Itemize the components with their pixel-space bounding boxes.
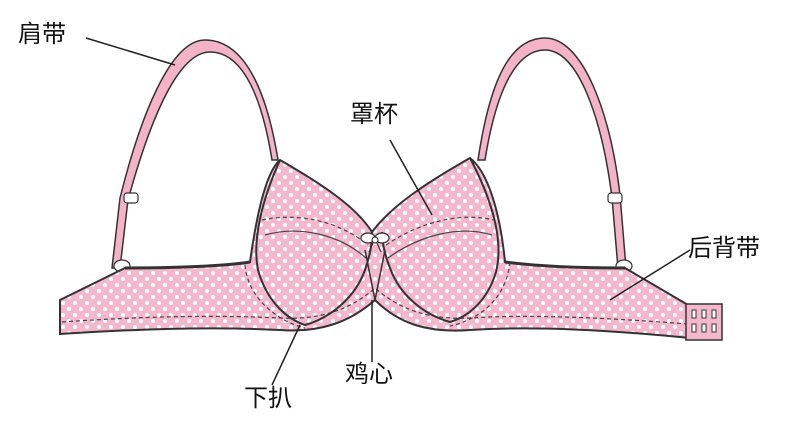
right-cup-seam — [385, 216, 495, 246]
right-shoulder-strap — [477, 37, 627, 269]
leader-back-band — [609, 249, 691, 301]
leader-cup — [389, 139, 433, 216]
right-cup-seam-2 — [387, 230, 493, 259]
right-strap-slider — [607, 192, 623, 204]
right-underwire — [449, 261, 511, 327]
band-trim-left — [124, 260, 251, 270]
leader-shoulder-strap — [85, 37, 176, 66]
label-center-gore: 鸡心 — [345, 360, 393, 388]
left-shoulder-strap — [111, 39, 279, 269]
left-underwire — [244, 264, 306, 329]
bra-body — [59, 156, 692, 340]
left-strap-slider — [123, 192, 139, 204]
right-cup-outline — [381, 157, 500, 324]
leader-underwire — [271, 324, 301, 386]
hook-and-eye-closure — [685, 303, 723, 341]
band-trim-right — [504, 260, 626, 270]
left-cup-seam — [261, 216, 369, 246]
label-shoulder-strap: 肩带 — [18, 20, 66, 48]
label-back-band: 后背带 — [688, 234, 760, 262]
label-underwire: 下扒 — [244, 384, 292, 412]
label-cup: 罩杯 — [350, 100, 398, 128]
left-cup-seam-2 — [264, 230, 367, 259]
center-gore-panel — [364, 249, 386, 301]
center-bow — [360, 232, 390, 253]
